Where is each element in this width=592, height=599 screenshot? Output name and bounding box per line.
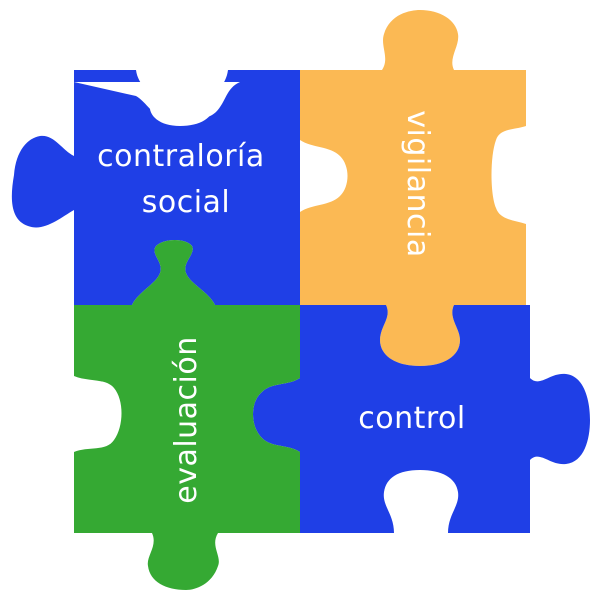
piece-evaluacion-shape	[74, 240, 300, 590]
piece-control-shape	[253, 305, 590, 533]
piece-evaluacion: evaluación	[74, 240, 300, 590]
label-vigilancia-line1: vigilancia	[400, 110, 435, 257]
piece-contraloria-social: contraloría social	[11, 70, 301, 305]
label-contraloria-social: contraloría social	[97, 139, 275, 220]
label-evaluacion: evaluación	[169, 336, 204, 504]
label-vigilancia: vigilancia	[400, 110, 435, 257]
piece-contraloria-social-notch	[136, 70, 228, 126]
piece-vigilancia-shape	[300, 10, 526, 366]
piece-contraloria-social-shape	[11, 70, 301, 305]
label-contraloria-social-line2: social	[142, 185, 231, 220]
label-contraloria-social-line1: contraloría	[97, 139, 265, 174]
label-control-line1: control	[358, 401, 466, 436]
label-evaluacion-line1: evaluación	[169, 336, 204, 504]
piece-control-notch	[383, 470, 459, 533]
piece-control: control	[253, 305, 590, 533]
piece-vigilancia: vigilancia	[300, 10, 526, 366]
label-control: control	[358, 401, 466, 436]
